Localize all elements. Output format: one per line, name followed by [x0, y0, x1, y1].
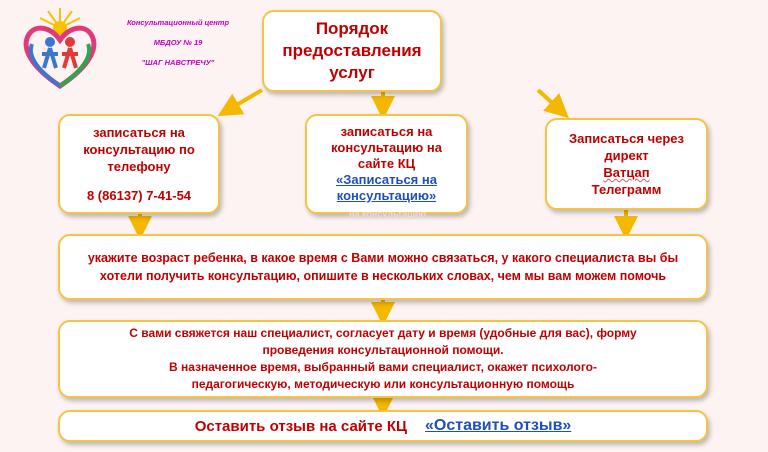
site-box-line-3: сайте КЦ — [357, 156, 416, 171]
phone-box-line-1: записаться на — [93, 125, 185, 140]
review-text: Оставить отзыв на сайте КЦ — [194, 417, 407, 435]
arrow-to-direct — [536, 88, 569, 119]
info-line-1: укажите возраст ребенка, в какое время с… — [87, 251, 679, 265]
review-box: Оставить отзыв на сайте КЦ «Оставить отз… — [58, 410, 708, 442]
title-line-1: Порядок — [315, 19, 389, 38]
direct-box-line-1: Записаться через — [568, 131, 685, 146]
info-line-2: хотели получить консультацию, опишите в … — [99, 269, 667, 283]
phone-number: 8 (86137) 7-41-54 — [86, 188, 192, 203]
info-box: укажите возраст ребенка, в какое время с… — [58, 234, 708, 300]
org-slogan: "ШАГ НАВСТРЕЧУ" — [141, 58, 215, 67]
ghost-text: на консультацию — [349, 209, 426, 219]
site-box-line-2: консультацию на — [331, 140, 442, 155]
direct-signup-box: Записаться через директ Ватцап Телеграмм — [545, 118, 708, 210]
contact-box: С вами свяжется наш специалист, согласуе… — [58, 320, 708, 398]
signup-link-line-2[interactable]: консультацию» — [336, 188, 437, 203]
phone-signup-box: записаться на консультацию по телефону 8… — [58, 114, 220, 214]
arrow-to-phone — [217, 88, 264, 117]
phone-box-line-2: консультацию по — [83, 142, 195, 157]
title-line-2: предоставления услуг — [282, 41, 422, 82]
contact-line-3: В назначенное время, выбранный вами спец… — [169, 360, 597, 374]
contact-line-1: С вами свяжется наш специалист, согласуе… — [129, 326, 637, 340]
review-link[interactable]: «Оставить отзыв» — [424, 417, 572, 434]
direct-box-line-3: Ватцап — [603, 165, 650, 180]
site-signup-box: записаться на консультацию на сайте КЦ «… — [305, 114, 468, 214]
phone-box-line-3: телефону — [107, 159, 171, 174]
org-number: МБДОУ № 19 — [153, 38, 203, 47]
direct-box-line-2: директ — [604, 148, 649, 163]
contact-line-4: педагогическую, методическую или консуль… — [191, 377, 575, 391]
contact-line-2: проведения консультационной помощи. — [262, 343, 504, 357]
title-box: Порядок предоставления услуг — [262, 10, 442, 92]
direct-box-line-4: Телеграмм — [591, 182, 662, 197]
signup-link-line-1[interactable]: «Записаться на — [336, 172, 437, 187]
logo-icon — [23, 8, 97, 90]
org-name: Консультационный центр — [126, 18, 230, 27]
site-box-line-1: записаться на — [340, 124, 433, 139]
